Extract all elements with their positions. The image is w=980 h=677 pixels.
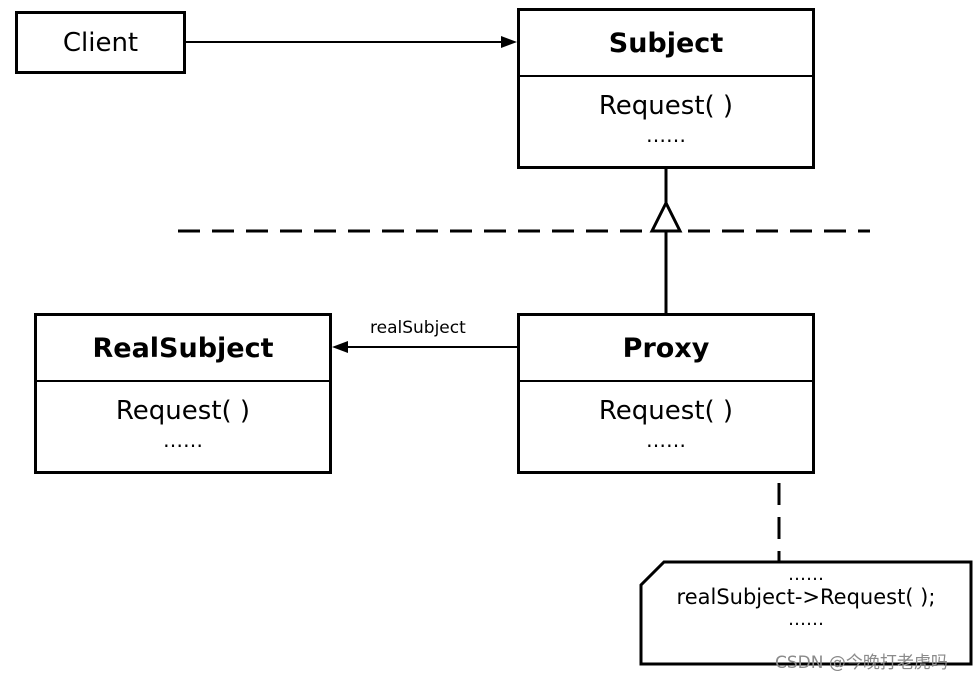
watermark: CSDN @今晚打老虎吗 (775, 653, 948, 673)
association-label: realSubject (370, 318, 466, 338)
subject-class-name: Subject (520, 11, 812, 77)
client-label: Client (62, 27, 139, 58)
subject-method-ellipsis: …… (646, 123, 686, 147)
generalization-triangle (649, 199, 683, 233)
realsubject-class: RealSubject Request( ) …… (34, 313, 332, 474)
subject-class: Subject Request( ) …… (517, 8, 815, 169)
proxy-class: Proxy Request( ) …… (517, 313, 815, 474)
client-subject-arrowhead (501, 36, 517, 48)
note-shape (639, 560, 973, 666)
subject-method-request: Request( ) (598, 91, 734, 121)
realsubject-class-name: RealSubject (37, 316, 329, 382)
proxy-class-name: Proxy (520, 316, 812, 382)
realsubject-method-ellipsis: …… (163, 428, 203, 452)
note-text: …… realSubject->Request( ); …… (640, 566, 972, 629)
subject-class-methods: Request( ) …… (520, 77, 812, 147)
note-line-1: …… (788, 564, 824, 585)
realsubject-method-request: Request( ) (115, 396, 251, 426)
realsubject-class-methods: Request( ) …… (37, 382, 329, 452)
proxy-method-ellipsis: …… (646, 428, 686, 452)
association-arrowhead (332, 341, 348, 353)
note-line-3: …… (788, 609, 824, 630)
proxy-class-methods: Request( ) …… (520, 382, 812, 452)
proxy-method-request: Request( ) (598, 396, 734, 426)
note-line-2: realSubject->Request( ); (676, 585, 936, 609)
client-box: Client (15, 11, 186, 74)
